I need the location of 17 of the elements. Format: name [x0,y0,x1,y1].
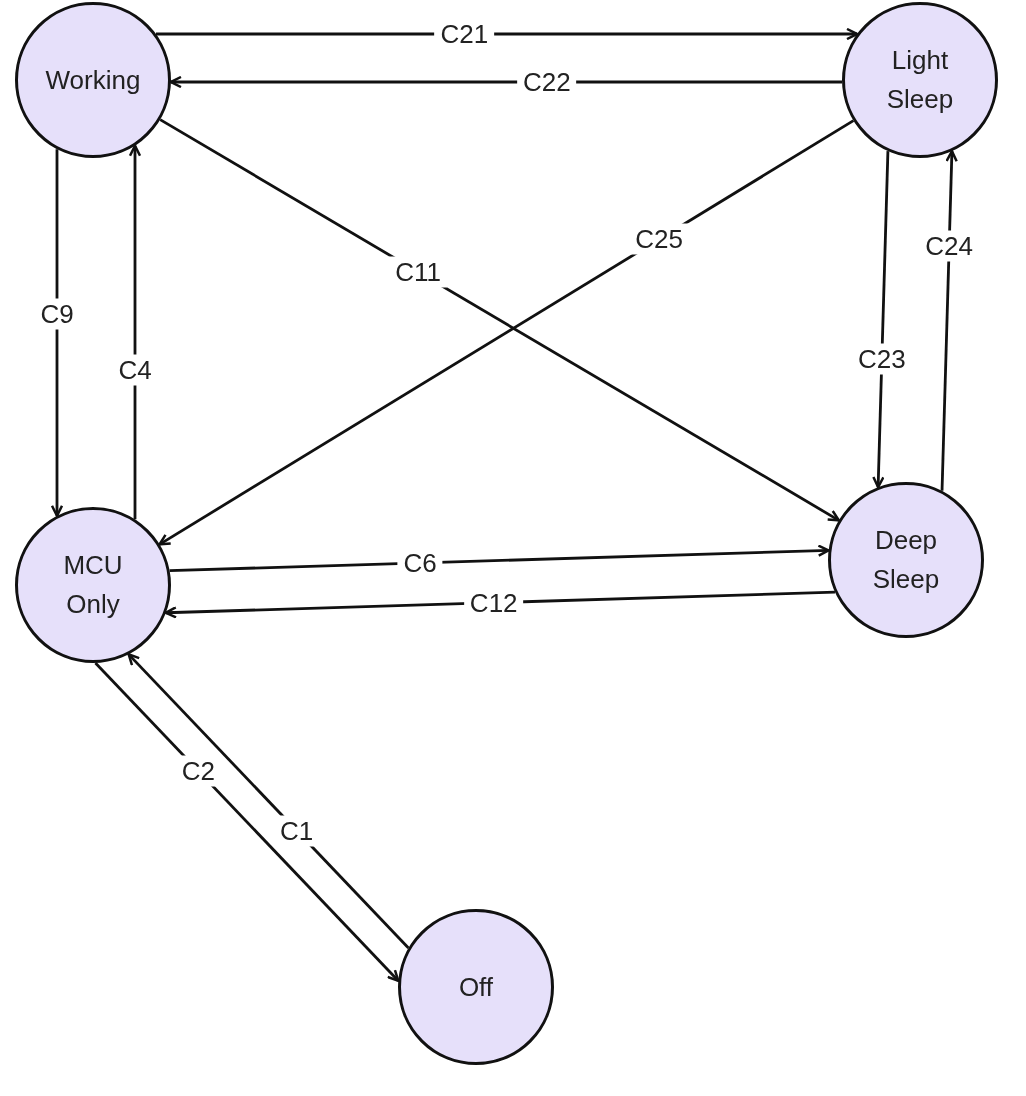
arrow [169,75,843,89]
state-label: Off [458,970,494,1004]
arrow [164,590,835,619]
arrow [169,544,830,573]
state-label: Light Sleep [885,44,955,116]
arrow [872,151,890,489]
state-label: Working [45,63,141,97]
state-label: Deep Sleep [871,524,941,596]
arrow [94,662,400,983]
edge-label: C11 [389,256,447,288]
arrow [127,653,410,949]
arrow [50,149,64,518]
arrow [156,27,859,41]
edge-label: C25 [629,223,689,255]
state-label: MCU Only [62,549,124,621]
arrow [128,144,142,520]
arrow [940,149,958,491]
